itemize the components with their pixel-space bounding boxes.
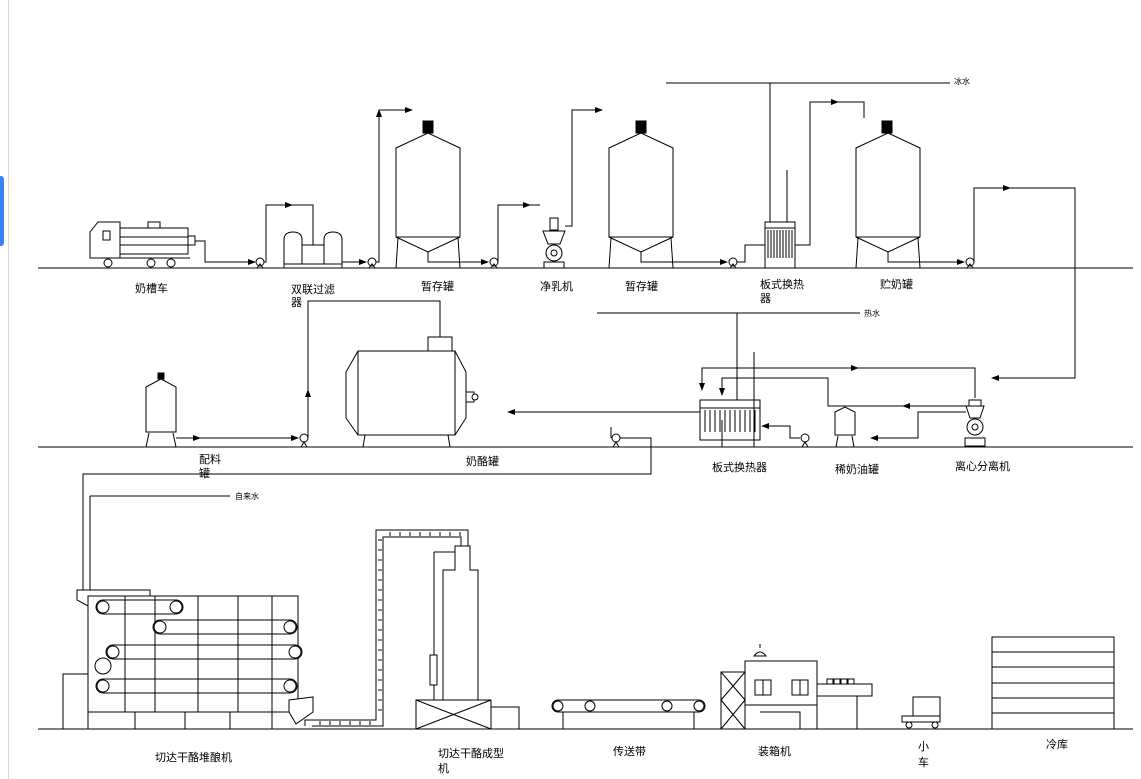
cart-label-2: 车: [918, 755, 929, 769]
batching-tank: [145, 372, 299, 448]
milk-tanker: [89, 221, 256, 268]
plate-hx-1-label-2: 器: [760, 292, 771, 305]
duplex-filter: [264, 202, 367, 268]
pump-icon: [367, 257, 377, 269]
temp-tank-2-label: 暂存罐: [625, 279, 658, 293]
duplex-filter-label-2: 器: [291, 296, 302, 309]
hot-water-label: 热水: [864, 308, 880, 318]
centrifugal-separator: [870, 378, 986, 447]
conveyor-belt: [551, 699, 706, 729]
separator-label: 离心分离机: [955, 459, 1010, 473]
cart-label: 小: [918, 740, 929, 753]
duplex-filter-label: 双联过滤: [291, 283, 335, 296]
cheddaring-machine-label: 切达干酪堆酿机: [155, 750, 232, 764]
milk-tanker-label: 奶槽车: [135, 281, 168, 295]
side-panel-tab[interactable]: [0, 176, 4, 246]
tap-water-line: [89, 495, 230, 590]
page-edge: [8, 0, 9, 779]
route-to-separator: [973, 185, 1076, 381]
block-former: [415, 545, 520, 730]
cold-storage-label: 冷库: [1046, 738, 1068, 751]
plate-heat-exchanger-2: [507, 352, 976, 447]
packing-machine-label: 装箱机: [758, 744, 791, 758]
cream-tank: [834, 406, 856, 448]
pump-icon: [965, 257, 975, 269]
pump-icon: [489, 257, 499, 269]
block-former-label: 切达干酪成型: [438, 746, 504, 760]
plate-heat-exchanger-1: [737, 99, 839, 269]
ice-water-line: [666, 82, 950, 228]
ice-water-label: 冰水: [954, 76, 970, 86]
block-former-label-2: 机: [438, 761, 449, 775]
temp-tank-2: [608, 120, 728, 269]
tower-conveyor: [304, 529, 469, 727]
pump-icon: [611, 433, 621, 448]
temp-tank-1-label: 暂存罐: [421, 279, 454, 293]
pump-icon: [299, 433, 309, 448]
batching-tank-label-2: 罐: [199, 467, 210, 480]
storage-tank: [838, 101, 965, 269]
conveyor-label: 传送带: [613, 744, 646, 758]
tap-water-label: 自来水: [235, 491, 259, 501]
packing-machine: [720, 644, 873, 730]
plate-hx-1-label: 板式换热: [760, 277, 804, 291]
pump-icon: [728, 257, 738, 269]
cheese-vat-label: 奶酪罐: [466, 454, 499, 468]
cart: [901, 696, 941, 729]
cheddaring-machine: [62, 589, 314, 730]
clarifier: [497, 107, 603, 269]
pump-icon: [255, 257, 265, 269]
batching-tank-label: 配料: [199, 452, 221, 466]
cream-tank-label: 稀奶油罐: [835, 462, 879, 476]
plate-hx-2-label: 板式换热器: [712, 460, 767, 474]
hot-water-line: [597, 312, 860, 400]
pump-icon: [800, 433, 810, 448]
cold-storage: [991, 636, 1115, 730]
clarifier-label: 净乳机: [540, 279, 573, 293]
storage-tank-label: 贮奶罐: [880, 277, 913, 291]
temp-tank-1: [376, 107, 489, 269]
cheese-vat: [82, 300, 652, 590]
